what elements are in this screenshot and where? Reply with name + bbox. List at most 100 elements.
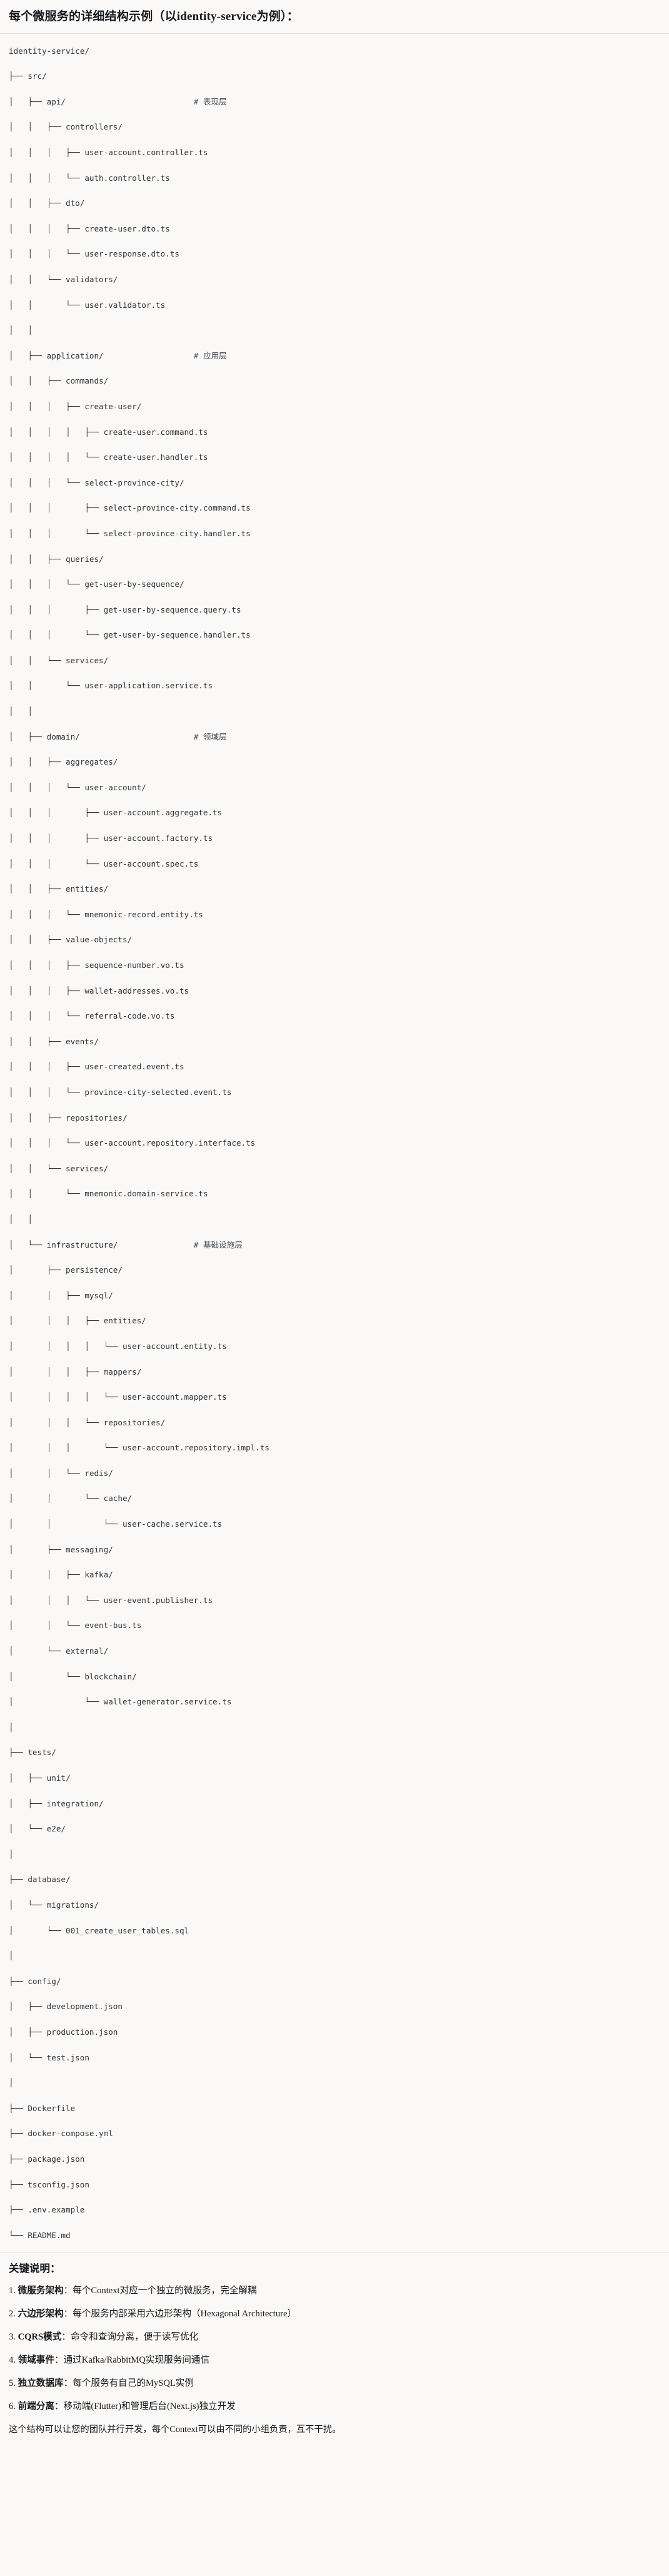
key-note-item: 六边形架构：每个服务内部采用六边形架构（Hexagonal Architectu… — [9, 2308, 660, 2321]
tree-line: ├── tsconfig.json — [9, 2179, 89, 2189]
tree-line: │ │ ├── commands/ — [9, 376, 109, 386]
key-note-item: CQRS模式：命令和查询分离，便于读写优化 — [9, 2331, 660, 2344]
tree-line: │ — [9, 1951, 14, 1961]
tree-line: │ ├── application/ # 应用层 — [9, 350, 227, 360]
tree-line: │ │ │ └── select-province-city.handler.t… — [9, 528, 251, 538]
directory-tree: identity-service/ ├── src/ │ ├── api/ # … — [9, 45, 660, 2242]
tree-line: │ └── wallet-generator.service.ts — [9, 1697, 232, 1707]
divider-bottom — [0, 2252, 669, 2253]
tree-line: │ │ └── services/ — [9, 1163, 109, 1173]
tree-line: │ │ │ └── get-user-by-sequence/ — [9, 579, 184, 589]
tree-line: │ — [9, 2078, 14, 2088]
tree-line: │ │ │ │ ├── create-user.command.ts — [9, 427, 208, 437]
tree-line: │ └── 001_create_user_tables.sql — [9, 1925, 189, 1935]
tree-line: │ │ │ │ └── user-account.entity.ts — [9, 1341, 227, 1351]
tree-line: │ │ └── cache/ — [9, 1494, 133, 1504]
tree-line: ├── .env.example — [9, 2205, 85, 2215]
key-note-separator: ： — [54, 2355, 64, 2365]
tree-line: └── README.md — [9, 2230, 71, 2240]
key-note-body: 移动端(Flutter)和管理后台(Next.js)独立开发 — [63, 2401, 236, 2411]
key-note-term: 六边形架构 — [18, 2308, 64, 2319]
tree-line: │ ├── production.json — [9, 2027, 118, 2037]
key-note-body: 每个Context对应一个独立的微服务，完全解耦 — [73, 2286, 257, 2296]
tree-line: │ │ — [9, 325, 33, 335]
key-note-separator: ： — [54, 2401, 64, 2411]
tree-line: │ │ └── mnemonic.domain-service.ts — [9, 1189, 208, 1199]
tree-line: ├── src/ — [9, 71, 47, 81]
tree-line: │ ├── persistence/ — [9, 1265, 123, 1275]
tree-line: │ │ ├── value-objects/ — [9, 935, 133, 945]
tree-line: ├── tests/ — [9, 1748, 56, 1758]
key-note-item: 微服务架构：每个Context对应一个独立的微服务，完全解耦 — [9, 2284, 660, 2298]
tree-line: │ │ └── user.validator.ts — [9, 300, 166, 310]
tree-line: │ │ │ ├── entities/ — [9, 1316, 146, 1326]
tree-line: │ │ └── validators/ — [9, 274, 118, 284]
tree-line: │ │ │ ├── user-account.aggregate.ts — [9, 808, 223, 818]
tree-line: │ │ │ ├── select-province-city.command.t… — [9, 503, 251, 513]
tree-line: │ └── migrations/ — [9, 1900, 99, 1910]
tree-line: │ │ ├── mysql/ — [9, 1290, 113, 1300]
tree-line: │ │ │ └── user-account/ — [9, 782, 146, 792]
tree-line-comment: # 领域层 — [193, 731, 227, 741]
tree-line: │ ├── domain/ # 领域层 — [9, 731, 227, 741]
tree-line-comment: # 应用层 — [193, 350, 227, 360]
tree-line: │ — [9, 1722, 14, 1732]
tree-line: │ │ │ ├── create-user.dto.ts — [9, 223, 170, 233]
tree-line: │ ├── integration/ — [9, 1798, 104, 1808]
tree-line: │ └── blockchain/ — [9, 1671, 137, 1681]
tree-line: │ │ ├── queries/ — [9, 554, 104, 564]
tree-line: │ │ └── user-cache.service.ts — [9, 1519, 223, 1529]
tree-line: │ │ │ └── auth.controller.ts — [9, 173, 170, 183]
tree-line: │ ├── api/ # 表现层 — [9, 96, 227, 106]
tree-line: │ │ — [9, 1214, 33, 1224]
tree-line: │ │ │ └── province-city-selected.event.t… — [9, 1087, 232, 1097]
tree-line: │ │ ├── entities/ — [9, 884, 109, 894]
key-note-body: 命令和查询分离，便于读写优化 — [70, 2331, 199, 2342]
key-note-item: 独立数据库：每个服务有自己的MySQL实例 — [9, 2377, 660, 2391]
tree-line-comment: # 基础设施层 — [193, 1240, 243, 1250]
key-note-separator: ： — [63, 2378, 73, 2388]
key-notes-list: 微服务架构：每个Context对应一个独立的微服务，完全解耦 六边形架构：每个服… — [9, 2284, 660, 2413]
tree-line: │ ├── messaging/ — [9, 1544, 113, 1554]
tree-line: │ │ │ ├── mappers/ — [9, 1367, 142, 1377]
key-note-body: 每个服务有自己的MySQL实例 — [73, 2378, 194, 2388]
divider-top — [0, 33, 669, 34]
tree-line: │ ├── development.json — [9, 2002, 123, 2012]
tree-line: │ │ │ └── user-response.dto.ts — [9, 249, 179, 259]
tree-line: │ └── external/ — [9, 1646, 109, 1656]
key-notes-footer: 这个结构可以让您的团队并行开发，每个Context可以由不同的小组负责，互不干扰… — [9, 2425, 341, 2435]
key-note-item: 前端分离：移动端(Flutter)和管理后台(Next.js)独立开发 — [9, 2400, 660, 2414]
tree-line: │ │ │ └── mnemonic-record.entity.ts — [9, 909, 203, 919]
tree-line: │ │ │ └── user-account.repository.impl.t… — [9, 1443, 270, 1453]
tree-line: │ │ │ └── user-event.publisher.ts — [9, 1595, 213, 1605]
tree-line: │ │ │ ├── user-created.event.ts — [9, 1062, 184, 1072]
key-note-term: 独立数据库 — [18, 2378, 64, 2388]
tree-line: │ │ │ │ └── create-user.handler.ts — [9, 452, 208, 462]
key-note-item: 领域事件：通过Kafka/RabbitMQ实现服务间通信 — [9, 2354, 660, 2368]
tree-line: │ │ │ └── select-province-city/ — [9, 477, 184, 487]
tree-line: │ │ └── user-application.service.ts — [9, 681, 213, 691]
key-note-term: CQRS模式 — [18, 2331, 62, 2342]
tree-line: identity-service/ — [9, 46, 89, 56]
tree-line: │ │ │ ├── get-user-by-sequence.query.ts — [9, 604, 241, 614]
tree-line: │ │ └── redis/ — [9, 1468, 113, 1478]
tree-line: │ │ ├── dto/ — [9, 198, 85, 208]
tree-line: │ │ │ └── user-account.repository.interf… — [9, 1138, 256, 1148]
key-note-body: 每个服务内部采用六边形架构（Hexagonal Architecture） — [73, 2308, 297, 2319]
tree-line: ├── package.json — [9, 2154, 85, 2164]
tree-line: ├── config/ — [9, 1976, 61, 1986]
tree-line: │ │ ├── events/ — [9, 1036, 99, 1046]
tree-line: │ │ │ └── get-user-by-sequence.handler.t… — [9, 630, 251, 640]
tree-line: │ └── infrastructure/ # 基础设施层 — [9, 1240, 243, 1250]
tree-line: │ │ ├── kafka/ — [9, 1570, 113, 1580]
tree-line: │ │ ├── repositories/ — [9, 1112, 128, 1123]
tree-line: │ │ ├── controllers/ — [9, 122, 123, 132]
key-note-term: 前端分离 — [18, 2401, 54, 2411]
page-root: 每个微服务的详细结构示例（以identity-service为例）： ident… — [0, 0, 669, 2448]
tree-line: │ │ ├── aggregates/ — [9, 757, 118, 767]
key-notes-block: 关键说明： 微服务架构：每个Context对应一个独立的微服务，完全解耦 六边形… — [0, 2253, 669, 2448]
tree-line: │ │ — [9, 706, 33, 716]
tree-line: ├── Dockerfile — [9, 2103, 76, 2113]
tree-line: │ │ │ ├── create-user/ — [9, 401, 142, 411]
key-note-term: 领域事件 — [18, 2355, 54, 2365]
